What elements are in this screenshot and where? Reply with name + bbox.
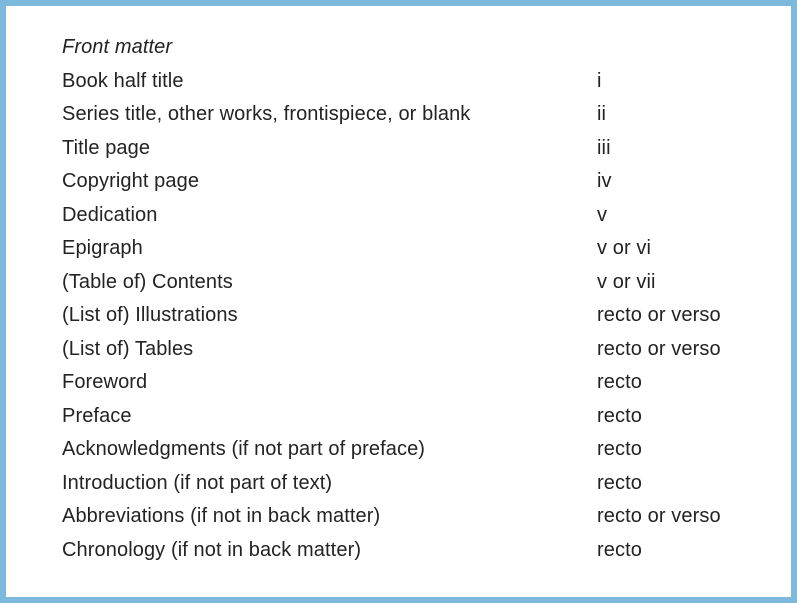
table-row: Acknowledgments (if not part of preface)… bbox=[62, 433, 791, 467]
page-location: iv bbox=[597, 170, 612, 193]
item-label: (List of) Tables bbox=[62, 337, 194, 360]
page-location: recto bbox=[597, 404, 642, 427]
item-label: Dedication bbox=[62, 203, 158, 226]
item-label: (Table of) Contents bbox=[62, 270, 233, 293]
item-label: Series title, other works, frontispiece,… bbox=[62, 103, 471, 126]
page-location: recto bbox=[597, 471, 642, 494]
table-row: (List of) Tables recto or verso bbox=[62, 333, 791, 367]
table-body: Book half title i Series title, other wo… bbox=[62, 65, 791, 568]
page-location: recto bbox=[597, 438, 642, 461]
page-location: v bbox=[597, 203, 608, 226]
section-header-row: Front matter bbox=[62, 31, 791, 65]
table-row: Book half title i bbox=[62, 65, 791, 99]
table-row: Title page iii bbox=[62, 132, 791, 166]
table-row: (List of) Illustrations recto or verso bbox=[62, 299, 791, 333]
item-label: Book half title bbox=[62, 69, 184, 92]
section-title: Front matter bbox=[62, 36, 173, 59]
item-label: Introduction (if not part of text) bbox=[62, 471, 333, 494]
item-label: Preface bbox=[62, 404, 132, 427]
table-row: Introduction (if not part of text) recto bbox=[62, 467, 791, 501]
table-row: Abbreviations (if not in back matter) re… bbox=[62, 500, 791, 534]
item-label: Foreword bbox=[62, 371, 148, 394]
table-row: Foreword recto bbox=[62, 366, 791, 400]
table-row: Dedication v bbox=[62, 199, 791, 233]
table-row: (Table of) Contents v or vii bbox=[62, 266, 791, 300]
item-label: Acknowledgments (if not part of preface) bbox=[62, 438, 426, 461]
page-location: v or vi bbox=[597, 237, 652, 260]
table-row: Chronology (if not in back matter) recto bbox=[62, 534, 791, 568]
page-location: recto or verso bbox=[597, 505, 721, 528]
page-location: recto bbox=[597, 371, 642, 394]
table-row: Copyright page iv bbox=[62, 165, 791, 199]
table-row: Preface recto bbox=[62, 400, 791, 434]
page-location: ii bbox=[597, 103, 607, 126]
item-label: Copyright page bbox=[62, 170, 200, 193]
item-label: Epigraph bbox=[62, 237, 143, 260]
page-location: iii bbox=[597, 136, 611, 159]
page-location: recto bbox=[597, 538, 642, 561]
table-row: Epigraph v or vi bbox=[62, 232, 791, 266]
front-matter-table: Front matter Book half title i Series ti… bbox=[6, 6, 791, 567]
page-location: i bbox=[597, 69, 602, 92]
page-location: v or vii bbox=[597, 270, 656, 293]
page-location: recto or verso bbox=[597, 304, 721, 327]
table-row: Series title, other works, frontispiece,… bbox=[62, 98, 791, 132]
item-label: Chronology (if not in back matter) bbox=[62, 538, 362, 561]
item-label: (List of) Illustrations bbox=[62, 304, 238, 327]
page-location: recto or verso bbox=[597, 337, 721, 360]
item-label: Title page bbox=[62, 136, 151, 159]
item-label: Abbreviations (if not in back matter) bbox=[62, 505, 381, 528]
